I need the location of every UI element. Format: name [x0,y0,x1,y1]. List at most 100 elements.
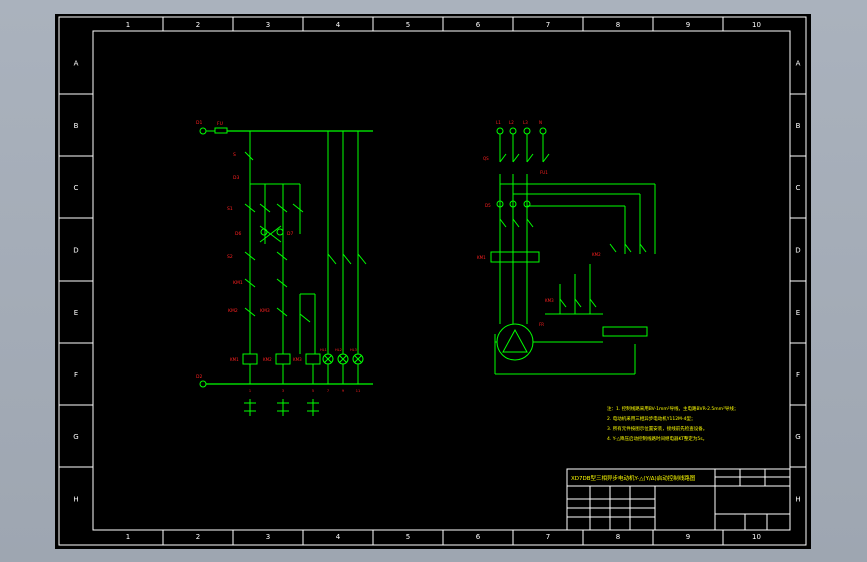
label-d1: D1 [196,120,202,126]
contact-blade [559,298,567,308]
contactor-km3 [602,326,648,337]
label-km3-contact: KM3 [260,308,270,314]
lamp-cross [339,355,347,363]
contact-km2 [244,307,256,317]
button-s1-symbol [244,203,256,213]
button-symbol [276,251,288,261]
zone-row-left: F [74,371,78,379]
coil-km1 [242,353,258,365]
note-line: 注：1. 控制线路采用BV-1mm²导线，主电路BVR-2.5mm²导线； [607,405,738,412]
label-qs: QS [483,156,489,161]
label-phase: N [539,120,542,125]
node-number: 5 [312,389,314,393]
label-coil: KM2 [263,357,272,362]
contact-symbol [299,313,311,323]
zone-row-right: A [796,60,801,68]
zone-row-right: B [796,122,801,130]
contact-blade [512,218,520,228]
zone-row-left: E [74,309,78,317]
node-d6 [260,228,268,236]
motor-delta [502,328,528,353]
button-symbol [292,203,304,213]
label-phase: L2 [509,120,514,125]
zone-row-right: E [796,309,800,317]
label-d5: D5 [485,203,491,208]
zone-col-bottom: 5 [406,533,410,541]
label-km1-contact: KM1 [233,280,243,286]
label-phase: L3 [523,120,528,125]
zone-row-right: C [796,184,801,192]
label-phase: L1 [496,120,501,125]
zone-col-bottom: 4 [336,533,341,541]
zone-col-bottom: 2 [196,533,200,541]
label-km1: KM1 [477,255,486,260]
note-line: 2. 电动机采用三相异步电动机Y112M-4型； [607,415,695,422]
switch-qs-blade [499,153,507,163]
zone-row-right: H [795,496,800,504]
zone-col-bottom: 10 [752,533,761,541]
node-number: 11 [356,389,360,393]
lamp-contact [357,253,367,265]
zone-col-top: 3 [266,21,270,29]
contact-blade [609,243,617,253]
switch-qs-blade [526,153,534,163]
contact-blade [526,218,534,228]
zone-row-right: D [795,247,800,255]
zone-row-left: B [74,122,79,130]
contact-blade [639,243,647,253]
label-s1: S1 [227,206,233,212]
node-number: 7 [327,389,329,393]
zone-col-bottom: 3 [266,533,270,541]
fuse-terminal [523,200,531,208]
label-lamp: HL3 [350,348,357,352]
zone-col-top: 6 [476,21,481,29]
label-lamp: HL1 [320,348,327,352]
stop-button-symbol [244,151,254,161]
label-km2-contact: KM2 [228,308,238,314]
coil-km3 [305,353,321,365]
zone-col-top: 10 [752,21,761,29]
terminal-d1 [199,127,207,135]
zone-col-top: 9 [686,21,690,29]
label-lamp: HL2 [335,348,342,352]
zone-row-left: A [74,60,79,68]
zone-col-bottom: 1 [126,533,130,541]
contact-km1 [244,278,256,288]
contact-blade [574,298,582,308]
lamp-contact [342,253,352,265]
node-number: 9 [342,389,344,393]
zone-row-left: C [74,184,79,192]
zone-col-bottom: 7 [546,533,550,541]
zone-col-bottom: 8 [616,533,620,541]
label-km3: KM3 [545,298,554,303]
zone-col-bottom: 9 [686,533,690,541]
note-line: 3. 所有元件按图示位置安装，接线前先检查设备。 [607,425,707,432]
phase-terminal [523,127,531,135]
label-km2: KM2 [592,252,601,257]
contact-symbol [276,278,288,288]
button-s2-symbol [244,251,256,261]
button-symbol [276,203,288,213]
contact-blade [499,218,507,228]
fuse-symbol [214,127,228,134]
contact-km3 [276,307,288,317]
zone-col-top: 8 [616,21,620,29]
lamp-contact [327,253,337,265]
node-number: 3 [282,389,284,393]
zone-col-top: 4 [336,21,341,29]
zone-col-top: 2 [196,21,200,29]
contact-blade [589,298,597,308]
node-number: 1 [249,389,251,393]
zone-col-top: 7 [546,21,550,29]
switch-qs-blade [512,153,520,163]
label-coil: KM1 [230,357,239,362]
zone-row-left: H [73,496,78,504]
lamp-cross [324,355,332,363]
interlock-cross [259,225,282,243]
label-d6: D6 [235,231,241,237]
coil-km2 [275,353,291,365]
lamp-cross [354,355,362,363]
